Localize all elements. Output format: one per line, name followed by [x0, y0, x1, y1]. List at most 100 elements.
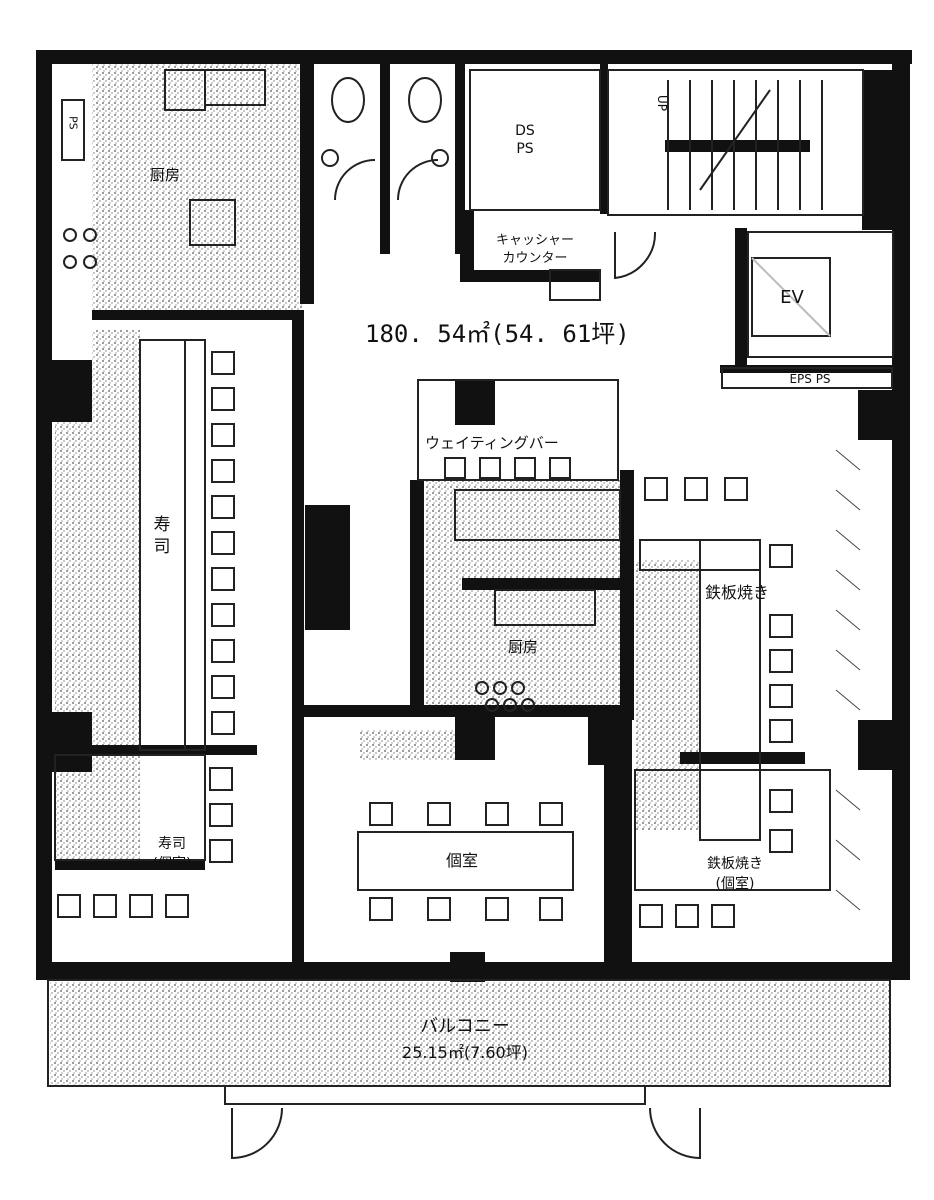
seat [675, 904, 699, 928]
seat [485, 897, 509, 921]
wall-center-column [305, 505, 350, 630]
seat [211, 531, 235, 555]
waiting-bar-room [417, 379, 619, 481]
seat [209, 839, 233, 863]
label-ev: EV [780, 287, 804, 308]
wall-stair-mid [665, 140, 810, 152]
wall-toilet-right [455, 64, 465, 254]
column-right-3 [862, 70, 902, 230]
seat [427, 897, 451, 921]
window-trim [835, 449, 861, 911]
seat [769, 649, 793, 673]
label-sushi: 寿司 [154, 515, 171, 557]
kitchen-top-block2 [164, 69, 206, 111]
sushi-pr-counter [54, 754, 206, 861]
right-kitchen-floor [635, 560, 700, 830]
center-kitchen-counter2 [494, 589, 596, 626]
column-right-1 [858, 390, 900, 440]
balcony-rail [224, 1085, 646, 1105]
seat [209, 803, 233, 827]
label-waiting-bar: ウェイティングバー [425, 434, 559, 452]
column-left-2 [40, 712, 92, 772]
seat [211, 459, 235, 483]
seat [539, 897, 563, 921]
wall-center-right [620, 470, 634, 720]
sink-icon [431, 149, 449, 167]
wall-pr-bottom-col [450, 952, 485, 982]
teppan-inner [639, 539, 761, 571]
fixtures [63, 77, 861, 1160]
seat [769, 789, 793, 813]
label-area: 180. 54㎡(54. 61坪) [365, 320, 630, 348]
seat [165, 894, 189, 918]
left-kitchen-strip [92, 330, 140, 730]
seats [57, 351, 793, 928]
waiting-bar-counter [360, 730, 455, 760]
seat [427, 802, 451, 826]
cashier-desk [549, 269, 601, 301]
wall-toilet-div [380, 64, 390, 254]
seat [57, 894, 81, 918]
wall-pr-col2 [588, 715, 628, 765]
wall-left-kitchen-h [92, 310, 304, 320]
teppan-pr-counter [634, 769, 831, 891]
label-teppan: 鉄板焼き [705, 583, 769, 602]
kitchen-top-floor [92, 62, 302, 317]
seat [369, 802, 393, 826]
seat [539, 802, 563, 826]
column-left-1 [40, 360, 92, 422]
seat [211, 423, 235, 447]
label-balcony-area: 25.15㎡(7.60坪) [402, 1043, 528, 1062]
hatched-zones [50, 62, 890, 1086]
seat [724, 477, 748, 501]
label-ps-left: PS [67, 116, 80, 130]
center-kitchen-counter [454, 489, 621, 541]
wall-kitchen-right [300, 64, 314, 304]
wall-pr-top [300, 705, 630, 717]
wall-center-h1 [462, 578, 622, 590]
walls [36, 50, 912, 982]
seat [211, 639, 235, 663]
seat [485, 802, 509, 826]
seat [211, 711, 235, 735]
sushi-bar-top [184, 339, 206, 751]
kitchen-top-island [189, 199, 236, 246]
seat [769, 544, 793, 568]
seat [769, 719, 793, 743]
seat [769, 684, 793, 708]
door-swing-icon [397, 159, 439, 201]
label-up: UP [655, 95, 669, 111]
balcony-floor [50, 982, 890, 1086]
toilet-icon [408, 77, 442, 123]
label-kitchen-center: 厨房 [508, 638, 538, 656]
label-sushi-private: 寿司(個室) [153, 835, 192, 872]
seat [549, 457, 571, 479]
ps-box-left [61, 99, 85, 161]
seat [211, 567, 235, 591]
door-swing-icon [649, 1107, 701, 1160]
door-swing-icon [614, 231, 657, 280]
ds-ps-room [469, 69, 601, 211]
seat [209, 767, 233, 791]
ev-car [751, 257, 831, 337]
column-right-2 [858, 720, 900, 770]
stair-icon [667, 80, 823, 210]
elevator-icon [751, 257, 831, 337]
label-kitchen-top: 厨房 [150, 166, 180, 184]
stair-well [607, 69, 864, 216]
seat [711, 904, 735, 928]
ev-shaft [747, 231, 894, 358]
seat [211, 495, 235, 519]
stove-icon [475, 681, 535, 712]
private-table [357, 831, 574, 891]
wall-teppan-divider [680, 752, 805, 764]
sink-icon [321, 149, 339, 167]
label-private-room: 個室 [446, 851, 478, 870]
eps-ps-room [721, 367, 893, 389]
stove-icon [63, 228, 97, 269]
seat [514, 457, 536, 479]
label-teppan-private: 鉄板焼き(個室) [707, 856, 763, 892]
center-kitchen-floor [425, 480, 625, 710]
